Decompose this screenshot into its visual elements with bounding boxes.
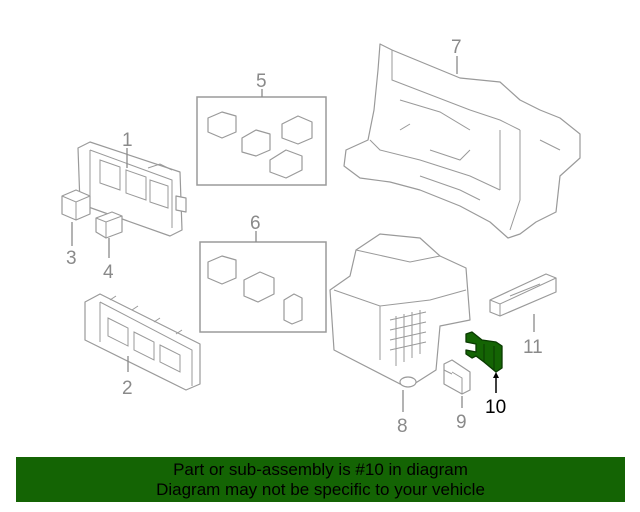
callout-2[interactable]: 2 [122,378,133,399]
part-9-fuse[interactable] [443,359,471,395]
part-3-relay[interactable] [61,189,91,221]
callout-11[interactable]: 11 [523,337,543,358]
part-5-kit-box[interactable] [196,96,327,186]
part-1-fuse-block[interactable] [77,141,187,237]
part-8-fuse-box-housing[interactable] [329,233,471,388]
callout-10[interactable]: 10 [485,397,506,418]
callout-8[interactable]: 8 [397,416,408,437]
banner-line-2: Diagram may not be specific to your vehi… [156,480,485,499]
banner-line-1: Part or sub-assembly is #10 in diagram [173,460,468,479]
part-6-kit-box[interactable] [199,241,327,333]
part-4-relay[interactable] [95,211,123,239]
callout-4[interactable]: 4 [103,262,114,283]
part-2-fuse-block[interactable] [84,293,201,391]
leader-lines [71,56,535,412]
part-10-fuse-highlighted[interactable] [465,331,503,373]
callout-6[interactable]: 6 [250,213,261,234]
callout-7[interactable]: 7 [451,37,462,58]
callout-3[interactable]: 3 [66,248,77,269]
part-11-cover[interactable] [489,273,557,317]
part-info-banner: Part or sub-assembly is #10 in diagram D… [16,457,625,502]
part-7-bracket[interactable] [343,43,581,239]
callout-1[interactable]: 1 [122,130,133,151]
callout-5[interactable]: 5 [256,71,267,92]
callout-9[interactable]: 9 [456,412,467,433]
